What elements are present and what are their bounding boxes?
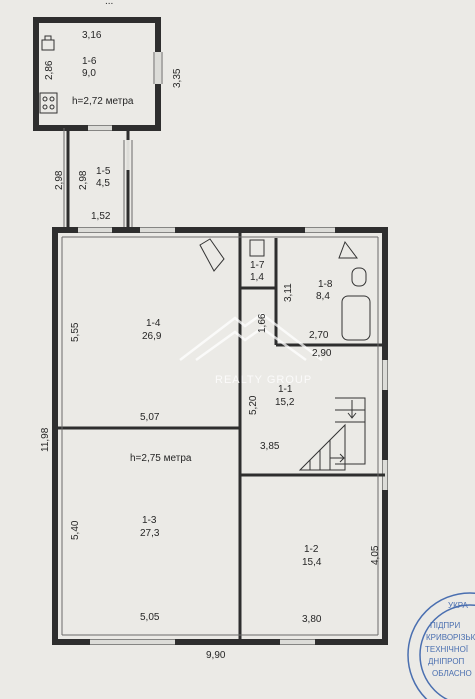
staircase [298, 397, 366, 471]
room-1-4-area: 26,9 [142, 331, 162, 342]
dim-2-86: 2,86 [44, 60, 55, 80]
dim-9-90: 9,90 [206, 650, 226, 661]
dim-11-98: 11,98 [40, 427, 51, 452]
stamp-line-2: ПІДПРИ [430, 621, 460, 630]
stove-icon [39, 92, 58, 114]
room-1-8-id: 1-8 [318, 279, 333, 290]
dim-2-98-inner: 2,98 [78, 170, 89, 190]
sink-icon [41, 35, 55, 51]
room-1-8-area: 8,4 [316, 291, 330, 302]
dim-1-66: 1,66 [257, 313, 268, 333]
main-house-walls [52, 227, 388, 645]
room-1-2-id: 1-2 [304, 544, 319, 555]
toilet-icon [351, 267, 367, 287]
top-caption: ... [105, 0, 113, 7]
chimney-icon [199, 238, 225, 272]
dim-4-05: 4,05 [370, 545, 381, 565]
dim-2-90: 2,90 [312, 348, 332, 359]
dim-5-20: 5,20 [248, 395, 259, 415]
room-1-4-id: 1-4 [146, 318, 161, 329]
dim-5-05: 5,05 [140, 612, 160, 623]
dim-3-16: 3,16 [82, 30, 102, 41]
watermark-logo: REALTY GROUP [179, 312, 323, 386]
bathtub-icon [341, 295, 371, 341]
room-1-3-area: 27,3 [140, 528, 160, 539]
dim-5-40: 5,40 [70, 520, 81, 540]
room-1-3-id: 1-3 [142, 515, 157, 526]
room-1-6-area: 9,0 [82, 68, 96, 79]
dim-2-70: 2,70 [309, 330, 329, 341]
dim-3-35: 3,35 [172, 68, 183, 88]
dim-2-98-outer: 2,98 [54, 170, 65, 190]
room-1-7-id: 1-7 [250, 260, 265, 271]
official-stamp: УКРА ПІДПРИ КРИВОРІЗЬК ТЕХНІЧНОЇ ДНІПРОП… [407, 592, 475, 699]
room-1-6-id: 1-6 [82, 56, 97, 67]
room-1-5-id: 1-5 [96, 166, 111, 177]
stamp-line-3: КРИВОРІЗЬК [426, 633, 475, 642]
dim-5-07: 5,07 [140, 412, 160, 423]
room-1-1-id: 1-1 [278, 384, 293, 395]
dim-3-85: 3,85 [260, 441, 280, 452]
boiler-icon [338, 240, 358, 259]
room-1-7-area: 1,4 [250, 272, 264, 283]
stair-arrow-icon [347, 400, 357, 419]
stamp-line-1: УКРА [448, 601, 469, 610]
dim-5-55: 5,55 [70, 322, 81, 342]
dim-1-52: 1,52 [91, 211, 111, 222]
dim-3-80: 3,80 [302, 614, 322, 625]
room-1-1-area: 15,2 [275, 397, 295, 408]
dim-3-11: 3,11 [283, 283, 294, 302]
room-1-5-area: 4,5 [96, 178, 110, 189]
stamp-line-5: ДНІПРОП [428, 657, 465, 666]
room-1-2-area: 15,4 [302, 557, 322, 568]
room-1-3-height: h=2,75 метра [130, 453, 192, 464]
stamp-line-4: ТЕХНІЧНОЇ [425, 645, 469, 654]
stamp-line-6: ОБЛАСНО [432, 669, 472, 678]
watermark-text: REALTY GROUP [215, 374, 312, 386]
room-1-6-height: h=2,72 метра [72, 96, 134, 107]
